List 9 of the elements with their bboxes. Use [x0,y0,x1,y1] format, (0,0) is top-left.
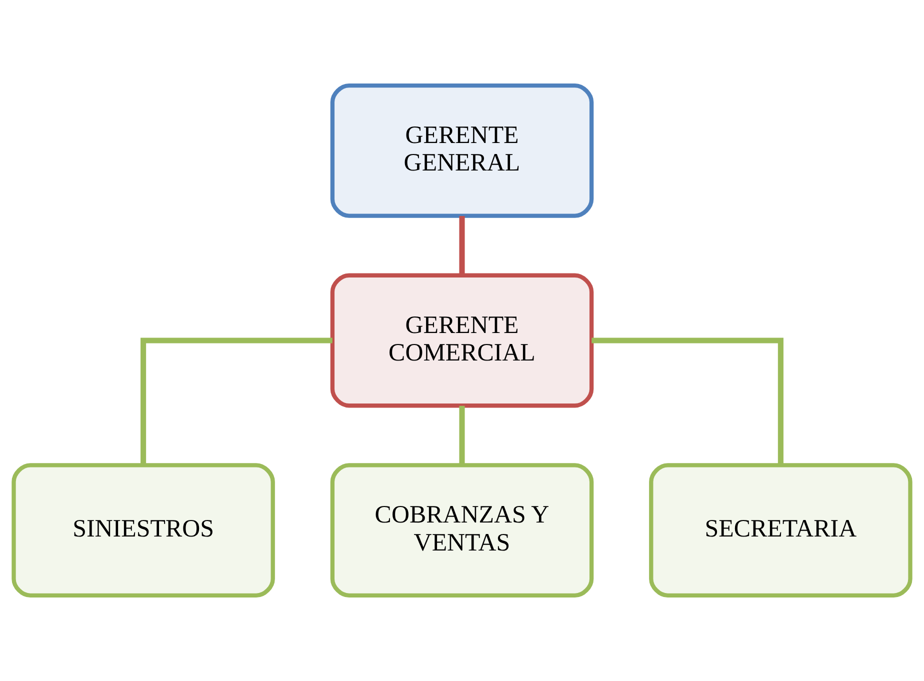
connector [592,338,784,465]
connector [459,406,465,465]
node-box: SECRETARIA [649,463,912,598]
node-box: GERENTE COMERCIAL [330,273,594,408]
node-box: SINIESTROS [12,463,275,598]
connector [459,216,465,276]
node-box: GERENTE GENERAL [330,83,594,218]
connector [140,338,332,465]
node-box: COBRANZAS Y VENTAS [330,463,594,598]
